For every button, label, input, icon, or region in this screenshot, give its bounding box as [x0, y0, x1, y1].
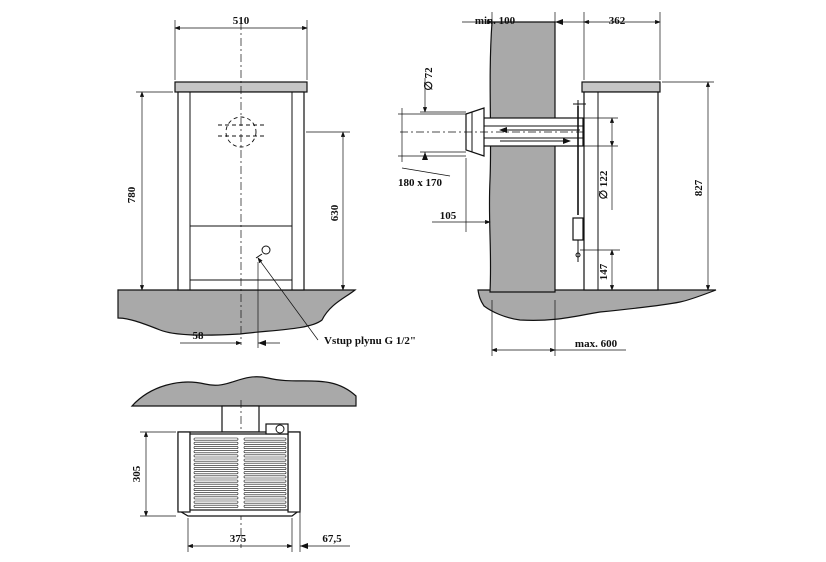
side-wall — [488, 21, 556, 293]
dim-362-label: 362 — [609, 15, 626, 27]
gas-label: Vstup plynu G 1/2" — [324, 335, 416, 347]
grille-bar — [243, 488, 287, 491]
grille-bar — [243, 483, 287, 487]
dim-d122-label: ∅ 122 — [598, 170, 610, 199]
dim-147-label: 147 — [598, 263, 610, 280]
grille-bar — [193, 471, 239, 475]
dim-d72-label: ∅ 72 — [423, 67, 435, 91]
grille-bar — [193, 437, 239, 441]
grille-bar — [193, 479, 239, 483]
grille-bar — [243, 450, 287, 454]
grille-bar — [243, 454, 287, 458]
grille-bar — [243, 458, 287, 462]
grille-bar — [193, 450, 239, 454]
grille-bar — [193, 441, 239, 445]
grille-bar — [193, 492, 239, 496]
valve-knob-icon — [265, 423, 289, 435]
grille-bar — [243, 496, 287, 500]
grille-bar — [243, 441, 287, 445]
grille-bar — [243, 492, 287, 496]
grille-bar — [193, 500, 239, 504]
grille — [193, 437, 287, 508]
grille-bar — [243, 462, 287, 466]
dim-305-label: 305 — [131, 465, 143, 482]
top-view: 305 375 67,5 — [130, 376, 357, 552]
grille-bar — [193, 496, 239, 500]
grille-bar — [243, 475, 287, 479]
grille-bar — [243, 479, 287, 483]
dim-827-label: 827 — [693, 179, 705, 196]
grille-bar — [193, 483, 239, 487]
dim-510-label: 510 — [233, 15, 250, 27]
grille-bar — [243, 500, 287, 504]
grille-bar — [193, 475, 239, 479]
dim-opening-label: 180 x 170 — [398, 177, 443, 189]
side-ground — [477, 289, 717, 321]
dim-630-label: 630 — [329, 204, 341, 221]
dim-67-5-label: 67,5 — [322, 533, 342, 545]
grille-bar — [193, 458, 239, 462]
dim-780-label: 780 — [126, 186, 138, 203]
side-view: min. 100 362 ∅ 72 180 x 170 105 ∅ 122 14 — [398, 12, 717, 356]
side-top-plate — [581, 81, 661, 93]
gas-inlet-icon — [255, 245, 271, 259]
top-flue-duct — [221, 405, 260, 433]
dim-375-label: 375 — [230, 533, 247, 545]
front-view: Vstup plynu G 1/2" 510 780 630 58 — [117, 15, 416, 348]
grille-bar — [243, 467, 287, 470]
top-wall — [130, 376, 357, 407]
gas-pipe-icon — [572, 100, 586, 262]
dim-105-label: 105 — [440, 210, 457, 222]
side-body — [583, 91, 659, 291]
grille-bar — [193, 467, 239, 470]
dim-min100-label: min. 100 — [475, 15, 516, 27]
grille-bar — [193, 462, 239, 466]
grille-bar — [193, 504, 239, 508]
grille-bar — [193, 446, 239, 449]
grille-bar — [243, 471, 287, 475]
grille-bar — [243, 437, 287, 441]
dim-max600-label: max. 600 — [575, 338, 618, 350]
dim-58-label: 58 — [193, 330, 205, 342]
grille-bar — [193, 488, 239, 491]
grille-bar — [243, 446, 287, 449]
grille-bar — [243, 504, 287, 508]
grille-bar — [193, 454, 239, 458]
gas-leader — [257, 257, 319, 341]
front-ground — [117, 289, 357, 336]
